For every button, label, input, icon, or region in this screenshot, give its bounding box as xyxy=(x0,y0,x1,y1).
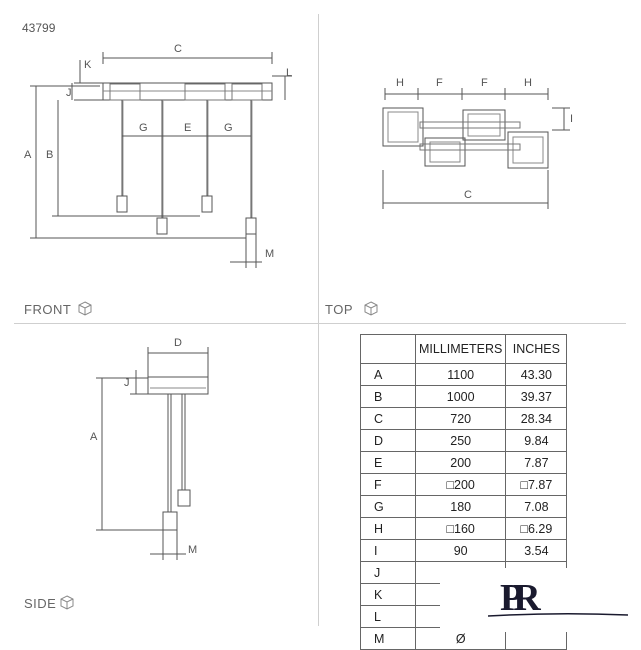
vertical-divider xyxy=(318,14,319,626)
dim-label-l: L xyxy=(286,67,293,79)
dim-label-b: B xyxy=(46,149,54,161)
table-header-mm: MILLIMETERS xyxy=(414,334,507,364)
row-mm: 720 xyxy=(414,407,507,430)
dim-label-f-left: F xyxy=(436,77,443,89)
product-code: 43799 xyxy=(22,21,56,35)
row-letter: M xyxy=(360,627,416,650)
table-header-row: MILLIMETERS INCHES xyxy=(360,334,568,364)
top-view-drawing xyxy=(382,88,570,209)
row-letter: C xyxy=(360,407,416,430)
row-mm: 1000 xyxy=(414,385,507,408)
front-view-drawing xyxy=(30,52,292,268)
dim-label-f-right: F xyxy=(481,77,488,89)
dim-label-e: E xyxy=(184,122,192,134)
row-letter: H xyxy=(360,517,416,540)
row-in: □6.29 xyxy=(505,517,568,540)
row-in: 39.37 xyxy=(505,385,568,408)
dim-label-m-side: M xyxy=(188,544,198,556)
table-row: F□200□7.87 xyxy=(360,473,568,496)
row-mm: 180 xyxy=(414,495,507,518)
dim-label-c-top: C xyxy=(464,189,472,201)
row-letter: L xyxy=(360,605,416,628)
row-letter: G xyxy=(360,495,416,518)
dim-label-d: D xyxy=(174,337,182,349)
front-cube-icon xyxy=(78,301,92,316)
row-mm: □200 xyxy=(414,473,507,496)
row-mm: 250 xyxy=(414,429,507,452)
dim-label-j-side: J xyxy=(124,377,130,389)
dim-label-j-front: J xyxy=(66,87,72,99)
row-in: 7.08 xyxy=(505,495,568,518)
dim-label-c-front: C xyxy=(174,43,182,55)
row-letter: B xyxy=(360,385,416,408)
dim-label-h-right: H xyxy=(524,77,532,89)
row-in: 3.54 xyxy=(505,539,568,562)
row-letter: F xyxy=(360,473,416,496)
table-row: H□160□6.29 xyxy=(360,517,568,540)
table-header-in: INCHES xyxy=(505,334,568,364)
dim-label-a-front: A xyxy=(24,149,32,161)
side-view-label: SIDE xyxy=(24,596,57,611)
row-mm: 200 xyxy=(414,451,507,474)
logo-mask xyxy=(440,568,630,632)
dim-label-g-left: G xyxy=(139,122,148,134)
front-view-label: FRONT xyxy=(24,302,72,317)
dim-label-k: K xyxy=(84,59,92,71)
row-in: 28.34 xyxy=(505,407,568,430)
row-in: 43.30 xyxy=(505,363,568,386)
row-mm: □160 xyxy=(414,517,507,540)
dim-label-a-side: A xyxy=(90,431,98,443)
row-letter: E xyxy=(360,451,416,474)
row-letter: I xyxy=(360,539,416,562)
dim-label-m-front: M xyxy=(265,248,275,260)
side-cube-icon xyxy=(60,595,74,610)
top-view-label: TOP xyxy=(325,302,353,317)
row-in: □7.87 xyxy=(505,473,568,496)
row-in: 9.84 xyxy=(505,429,568,452)
row-letter: D xyxy=(360,429,416,452)
row-letter: A xyxy=(360,363,416,386)
dim-label-i: I xyxy=(570,113,574,125)
top-cube-icon xyxy=(364,301,378,316)
row-in: 7.87 xyxy=(505,451,568,474)
row-mm: 90 xyxy=(414,539,507,562)
row-mm: 1100 xyxy=(414,363,507,386)
horizontal-divider xyxy=(14,323,626,324)
row-letter: K xyxy=(360,583,416,606)
side-view-drawing xyxy=(96,347,209,560)
row-letter: J xyxy=(360,561,416,584)
table-header-letter xyxy=(360,334,416,364)
dim-label-g-right: G xyxy=(224,122,233,134)
logo-swoosh-icon xyxy=(488,612,628,617)
dim-label-h-left: H xyxy=(396,77,404,89)
